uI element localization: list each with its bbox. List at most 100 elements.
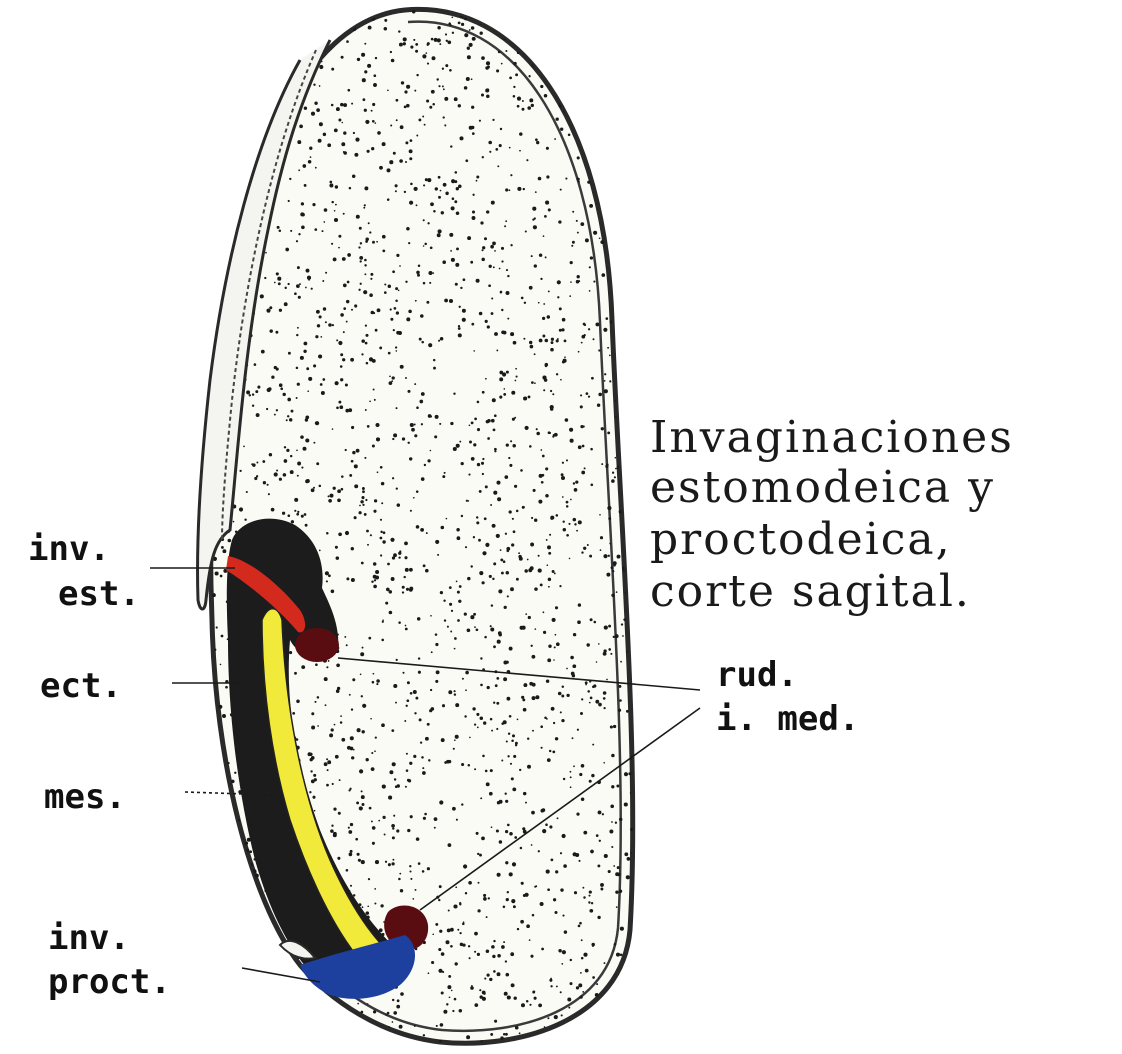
yolk-dot (219, 1023, 221, 1025)
yolk-dot (577, 91, 579, 93)
yolk-dot (471, 106, 474, 109)
yolk-dot (521, 297, 524, 300)
yolk-dot (322, 280, 324, 282)
yolk-dot (434, 827, 436, 829)
yolk-dot (319, 315, 322, 318)
yolk-dot (440, 337, 444, 341)
yolk-dot (500, 291, 503, 294)
yolk-dot (259, 44, 262, 47)
yolk-dot (587, 544, 589, 546)
yolk-dot (629, 253, 631, 255)
yolk-dot (561, 963, 563, 965)
yolk-dot (395, 299, 398, 302)
yolk-dot (607, 431, 610, 434)
yolk-dot (540, 725, 543, 728)
yolk-dot (637, 715, 640, 718)
yolk-dot (504, 992, 508, 996)
yolk-dot (298, 169, 300, 171)
yolk-dot (482, 991, 486, 995)
yolk-dot (274, 414, 276, 416)
yolk-dot (552, 436, 554, 438)
yolk-dot (562, 496, 564, 498)
yolk-dot (482, 156, 484, 158)
yolk-dot (568, 89, 570, 91)
yolk-dot (442, 260, 446, 264)
yolk-dot (343, 131, 346, 134)
yolk-dot (382, 142, 386, 146)
yolk-dot (519, 769, 521, 771)
yolk-dot (476, 713, 479, 716)
yolk-dot (584, 467, 586, 469)
yolk-dot (637, 126, 640, 129)
yolk-dot (576, 986, 579, 989)
yolk-dot (371, 752, 373, 754)
yolk-dot (290, 455, 292, 457)
yolk-dot (410, 423, 414, 427)
yolk-dot (564, 930, 567, 933)
yolk-dot (303, 342, 307, 346)
yolk-dot (407, 829, 410, 832)
yolk-dot (426, 99, 429, 102)
yolk-dot (216, 626, 218, 628)
yolk-dot (622, 213, 626, 217)
yolk-dot (361, 795, 365, 799)
yolk-dot (513, 86, 515, 88)
yolk-dot (618, 1034, 620, 1036)
yolk-dot (553, 722, 555, 724)
yolk-dot (307, 390, 309, 392)
yolk-dot (521, 882, 524, 885)
yolk-dot (520, 847, 523, 850)
yolk-dot (336, 107, 340, 111)
yolk-dot (362, 704, 366, 708)
yolk-dot (217, 270, 221, 274)
yolk-dot (386, 588, 390, 592)
yolk-dot (543, 303, 545, 305)
yolk-dot (453, 748, 455, 750)
yolk-dot (276, 409, 278, 411)
yolk-dot (224, 104, 228, 108)
yolk-dot (570, 776, 572, 778)
yolk-dot (357, 58, 360, 61)
yolk-dot (279, 478, 282, 481)
yolk-dot (418, 671, 421, 674)
yolk-dot (310, 156, 312, 158)
yolk-dot (590, 697, 593, 700)
yolk-dot (636, 598, 640, 602)
yolk-dot (480, 717, 484, 721)
yolk-dot (405, 377, 407, 379)
yolk-dot (388, 796, 392, 800)
yolk-dot (576, 813, 579, 816)
yolk-dot (314, 228, 317, 231)
yolk-dot (611, 594, 614, 597)
yolk-dot (522, 100, 524, 102)
yolk-dot (455, 283, 458, 286)
yolk-dot (586, 643, 589, 646)
yolk-dot (573, 633, 576, 636)
yolk-dot (435, 415, 439, 419)
yolk-dot (377, 471, 379, 473)
yolk-dot (514, 485, 517, 488)
yolk-dot (249, 906, 252, 909)
yolk-dot (608, 517, 611, 520)
yolk-dot (238, 942, 242, 946)
yolk-dot (603, 554, 607, 558)
yolk-dot (482, 391, 485, 394)
yolk-dot (372, 445, 375, 448)
yolk-dot (546, 564, 548, 566)
yolk-dot (526, 1000, 529, 1003)
yolk-dot (480, 32, 483, 35)
yolk-dot (594, 145, 597, 148)
yolk-dot (579, 773, 582, 776)
yolk-dot (581, 342, 583, 344)
yolk-dot (361, 860, 365, 864)
yolk-dot (279, 383, 283, 387)
yolk-dot (365, 334, 368, 337)
yolk-dot (350, 17, 353, 20)
yolk-dot (458, 185, 462, 189)
yolk-dot (296, 35, 300, 39)
yolk-dot (254, 971, 257, 974)
yolk-dot (590, 256, 593, 259)
yolk-dot (520, 920, 524, 924)
yolk-dot (633, 447, 637, 451)
yolk-dot (626, 107, 630, 111)
